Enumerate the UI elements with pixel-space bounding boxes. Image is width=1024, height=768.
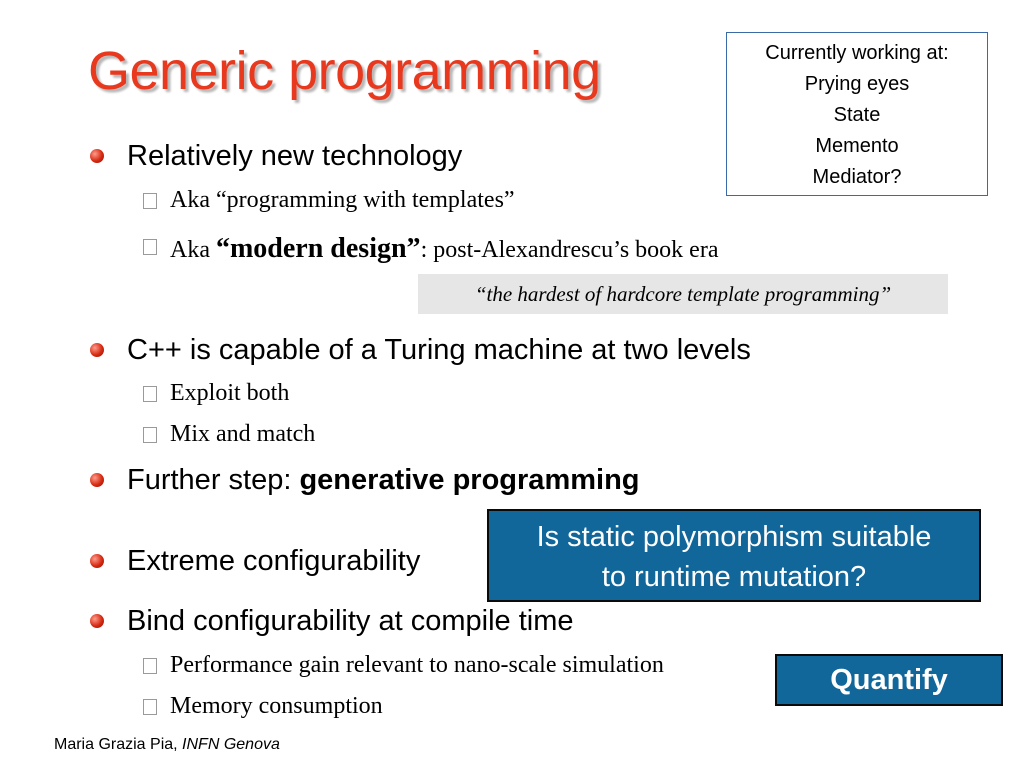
question-line: Is static polymorphism suitable: [536, 521, 932, 553]
bullet-text: Relatively new technology: [127, 140, 463, 172]
question-line: to runtime mutation?: [601, 561, 867, 593]
square-bullet-icon: [143, 427, 157, 443]
square-bullet-icon: [143, 658, 157, 674]
working-item: Prying eyes: [804, 73, 910, 95]
square-bullet-icon: [143, 193, 157, 209]
sub-bullet-text: Aka “programming with templates”: [170, 187, 515, 213]
bullet-icon: [90, 473, 104, 487]
working-item: Memento: [815, 135, 899, 157]
bullet-text: C++ is capable of a Turing machine at tw…: [127, 334, 751, 366]
bullet-text: Extreme configurability: [127, 545, 421, 577]
bullet-bind-configurability: Bind configurability at compile time: [90, 605, 574, 638]
sub-bullet-text: Performance gain relevant to nano-scale …: [170, 652, 664, 678]
sub-bullet-text: Memory consumption: [170, 693, 383, 719]
square-bullet-icon: [143, 699, 157, 715]
sub-bullet-suffix: : post-Alexandrescu’s book era: [420, 237, 719, 263]
bullet-text: Further step:: [127, 464, 300, 496]
quantify-box: Quantify: [775, 654, 1003, 706]
bullet-text: Bind configurability at compile time: [127, 605, 574, 637]
modern-design-emphasis: “modern design”: [215, 233, 421, 264]
sub-bullet-text: Mix and match: [170, 421, 316, 447]
currently-working-box: Currently working at: Prying eyes State …: [726, 32, 988, 196]
working-item: Mediator?: [812, 166, 902, 188]
generative-programming-emphasis: generative programming: [299, 464, 640, 496]
bullet-icon: [90, 614, 104, 628]
square-bullet-icon: [143, 239, 157, 255]
sub-bullet-prefix: Aka: [170, 237, 216, 263]
bullet-further-step: Further step: generative programming: [90, 464, 640, 497]
bullet-turing-machine: C++ is capable of a Turing machine at tw…: [90, 334, 751, 367]
static-polymorphism-question-box: Is static polymorphism suitable to runti…: [487, 509, 981, 602]
sub-bullet-text: Exploit both: [170, 380, 290, 406]
bullet-relatively-new-technology: Relatively new technology: [90, 140, 463, 173]
footer: Maria Grazia Pia, INFN Genova: [54, 736, 280, 754]
bullet-icon: [90, 554, 104, 568]
quote-box: “the hardest of hardcore template progra…: [418, 274, 948, 314]
working-box-heading: Currently working at:: [765, 42, 949, 64]
footer-institution: INFN Genova: [182, 736, 280, 753]
working-item: State: [833, 104, 881, 126]
footer-author: Maria Grazia Pia,: [54, 736, 183, 753]
bullet-icon: [90, 149, 104, 163]
sub-bullet-text: Aka “modern design”: post-Alexandrescu’s…: [170, 233, 718, 265]
bullet-extreme-configurability: Extreme configurability: [90, 545, 421, 578]
bullet-icon: [90, 343, 104, 357]
slide-title: Generic programming: [88, 41, 601, 101]
square-bullet-icon: [143, 386, 157, 402]
